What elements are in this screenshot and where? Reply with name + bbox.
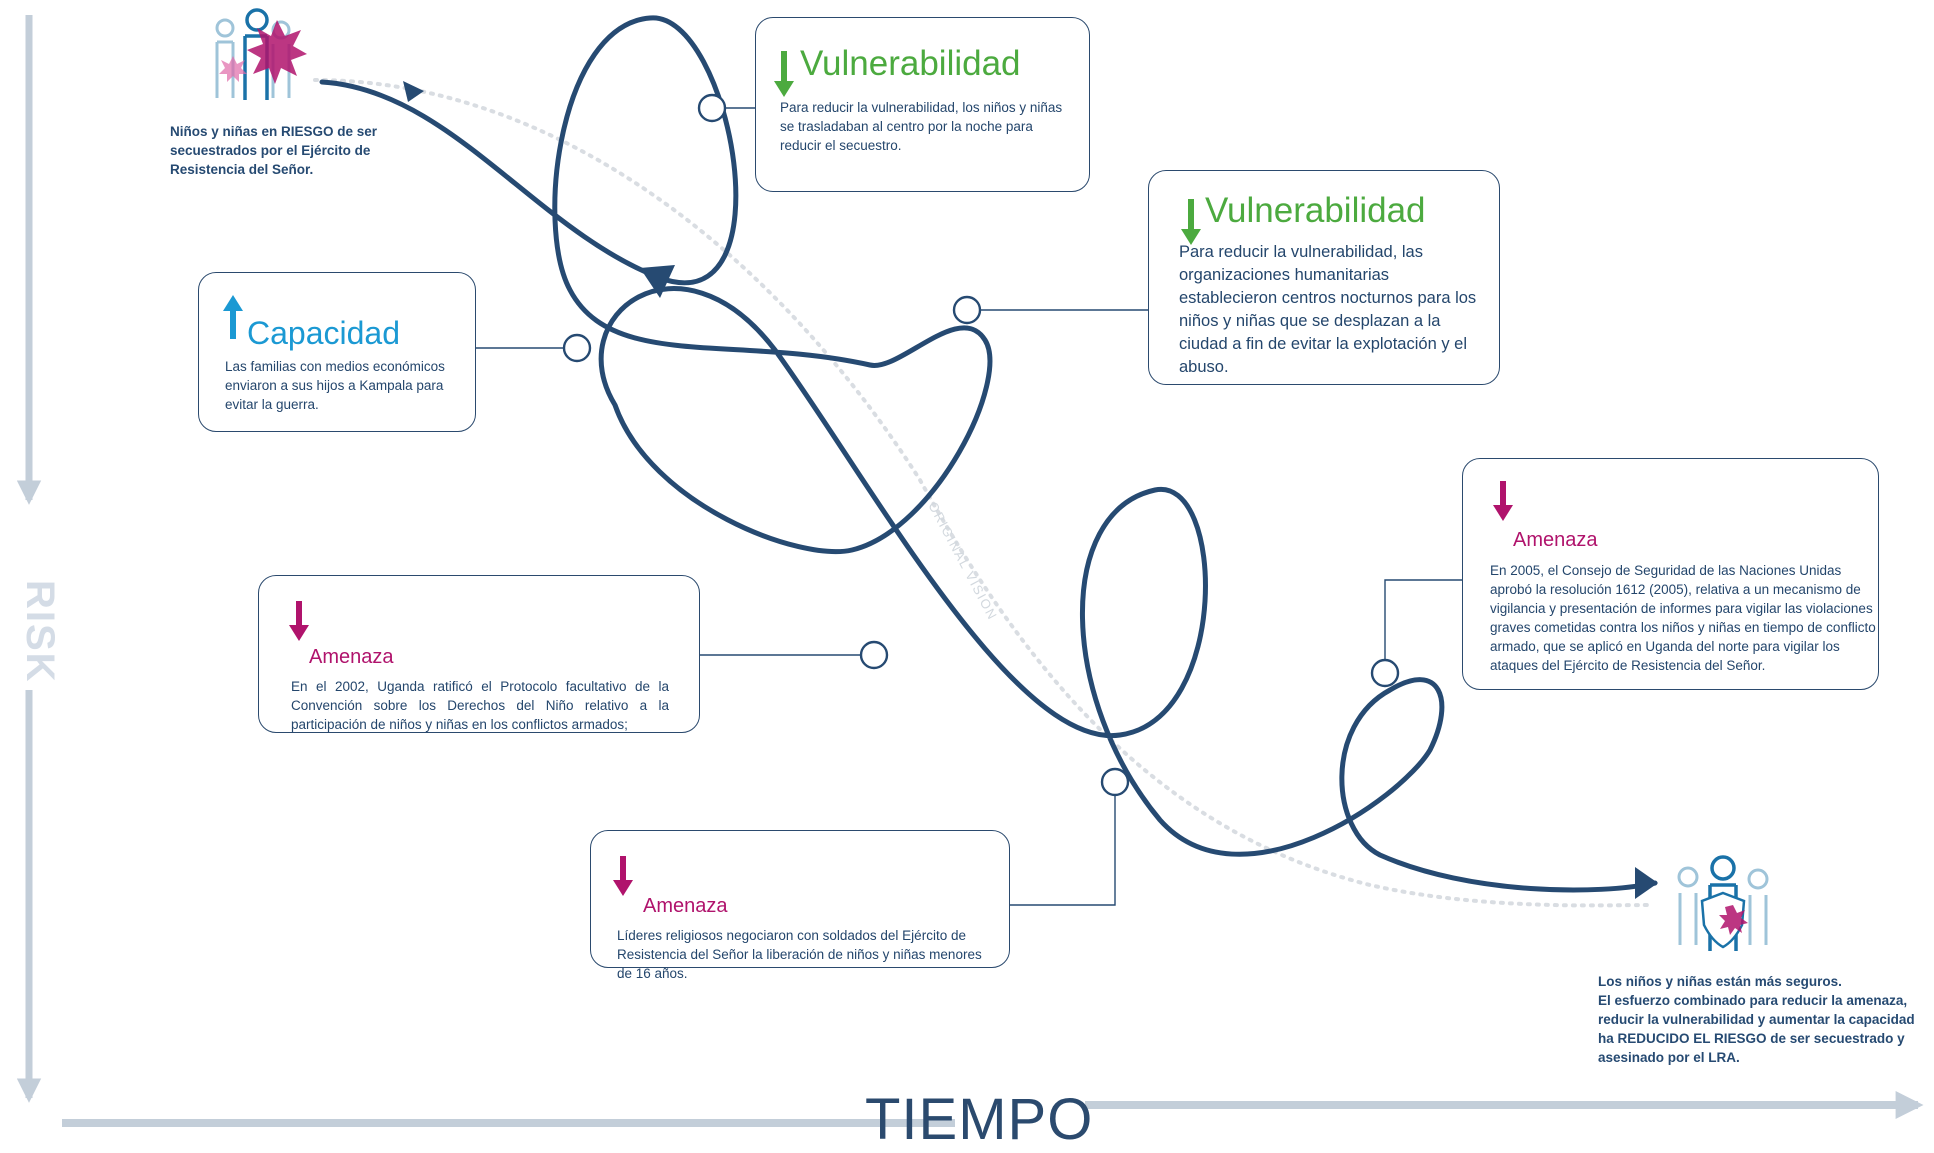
arrow-down-icon (289, 601, 309, 641)
node-amen3 (1370, 658, 1400, 688)
end-caption-line2: El esfuerzo combinado para reducir la am… (1598, 993, 1915, 1065)
card-title: Amenaza (643, 895, 728, 917)
protected-people-icon (1677, 855, 1769, 951)
card-text: Para reducir la vulnerabilidad, las orga… (1179, 243, 1477, 376)
card-text: Líderes religiosos negociaron con soldad… (617, 928, 982, 981)
arrow-up-icon (223, 295, 243, 339)
original-vision-path (313, 78, 1652, 908)
risk-axis-label: RISK (18, 580, 62, 684)
node-capacidad (562, 333, 592, 363)
node-amen1 (859, 640, 889, 670)
card-text: En 2005, el Consejo de Seguridad de las … (1490, 563, 1876, 673)
card-vulnerabilidad-1: Vulnerabilidad Para reducir la vulnerabi… (755, 17, 1090, 192)
card-amenaza-2: Amenaza Líderes religiosos negociaron co… (590, 830, 1010, 981)
connector-amen2 (1010, 785, 1116, 906)
arrow-down-icon (1493, 481, 1513, 521)
card-title: Vulnerabilidad (800, 44, 1021, 83)
tiempo-axis-label: TIEMPO (865, 1087, 1094, 1152)
card-text: Para reducir la vulnerabilidad, los niño… (780, 100, 1063, 153)
people-at-risk-icon (215, 8, 307, 100)
card-title: Amenaza (309, 646, 394, 668)
risk-reduction-path (319, 15, 1658, 893)
card-capacidad: Capacidad Las familias con medios económ… (198, 272, 476, 432)
arrow-down-icon (774, 51, 794, 97)
arrow-down-icon (1181, 199, 1201, 245)
card-text: Las familias con medios económicos envia… (225, 359, 445, 412)
arrow-down-icon (613, 856, 633, 896)
end-caption-line1: Los niños y niñas están más seguros. (1598, 974, 1842, 989)
path-label: ORIGINAL VISION (925, 499, 1000, 622)
node-vuln2 (952, 295, 982, 325)
path-arrowhead-2 (640, 265, 675, 298)
card-amenaza-1: Amenaza En el 2002, Uganda ratificó el P… (258, 575, 700, 733)
card-title: Vulnerabilidad (1205, 191, 1426, 230)
card-amenaza-3: Amenaza En 2005, el Consejo de Seguridad… (1462, 458, 1879, 690)
start-caption: Niños y niñas en RIESGO de ser secuestra… (170, 124, 378, 177)
path-arrowhead-end (1635, 867, 1658, 899)
connector-amen3 (1384, 579, 1462, 672)
node-amen2 (1100, 767, 1130, 797)
card-vulnerabilidad-2: Vulnerabilidad Para reducir la vulnerabi… (1148, 170, 1500, 385)
end-caption: Los niños y niñas están más seguros. El … (1598, 972, 1928, 1067)
path-arrowhead-1 (403, 81, 424, 102)
card-title: Capacidad (247, 315, 400, 351)
card-title: Amenaza (1513, 529, 1598, 551)
card-text: En el 2002, Uganda ratificó el Protocolo… (291, 679, 669, 732)
node-vuln1 (697, 93, 727, 123)
